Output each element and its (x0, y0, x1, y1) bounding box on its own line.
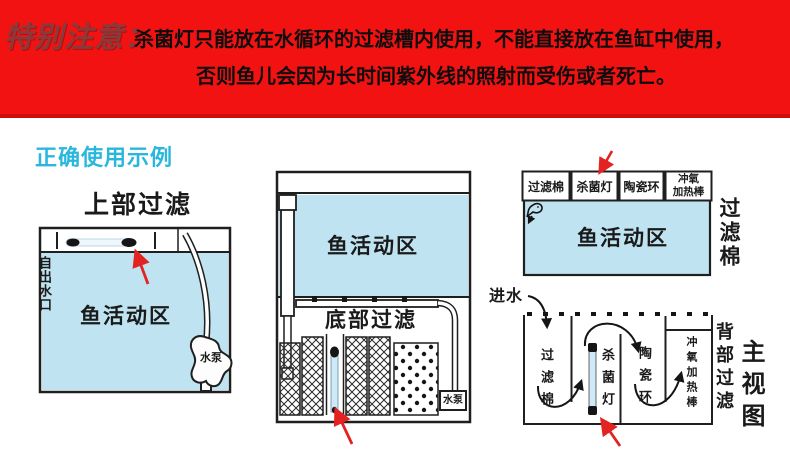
chamber-label-oxygen-heater: 冲氧加热棒 (685, 336, 697, 411)
top-filter-diagram (38, 226, 233, 394)
bottom-filter-title: 底部过滤 (325, 309, 417, 332)
fish-zone-label: 鱼活动区 (327, 235, 419, 258)
fish-zone-label: 鱼活动区 (80, 305, 172, 328)
water-pump-icon (189, 335, 233, 392)
warning-line-1: 杀菌灯只能放在水循环的过滤槽内使用，不能直接放在鱼缸中使用， (134, 29, 734, 51)
red-pointer-arrow (599, 417, 622, 447)
banner-badge: 特别注意： (4, 22, 155, 54)
back-filter-main-view-diagram (523, 295, 713, 447)
water-inlet-label: 进水 (489, 288, 524, 305)
fish-icon (526, 202, 543, 225)
outlet-label: 自出水口 (37, 256, 52, 312)
side-label-back-filter: 背部过滤 (714, 322, 734, 414)
water-area (522, 197, 712, 277)
uv-lamp-icon (330, 346, 339, 414)
filter-media (279, 334, 439, 416)
uv-lamp-icon (65, 238, 137, 247)
red-pointer-arrow (333, 406, 354, 445)
compartment-label-oxygen-heater: 冲氧 加热棒 (672, 172, 705, 198)
chamber-label-ceramic-rings: 陶瓷环 (637, 346, 652, 412)
water-flow-arrows (527, 295, 685, 408)
pump-label: 水泵 (443, 395, 463, 406)
compartment-label-uv-lamp: 杀菌灯 (576, 179, 613, 194)
chamber-label-filter-cotton: 过滤棉 (539, 348, 554, 414)
side-label-filter-cotton: 过滤棉 (717, 197, 740, 269)
dashed-top-edge (527, 312, 708, 316)
compartment-label-filter-cotton: 过滤棉 (527, 179, 564, 194)
chamber-label-uv-lamp: 杀菌灯 (600, 348, 615, 414)
overflow-pipe (278, 194, 297, 380)
fish-zone-label: 鱼活动区 (577, 227, 669, 250)
return-pipe (295, 296, 459, 391)
side-label-main-view: 主视图 (737, 339, 764, 435)
uv-lamp-icon (588, 343, 597, 415)
bottom-filter-diagram (275, 170, 472, 445)
warning-line-2: 否则鱼儿会因为长时间紫外线的照射而受伤或者死亡。 (196, 66, 676, 88)
water-pump-box (439, 390, 467, 411)
top-filter-title: 上部过滤 (84, 191, 193, 219)
warning-banner: 特别注意： 杀菌灯只能放在水循环的过滤槽内使用，不能直接放在鱼缸中使用， 否则鱼… (0, 0, 790, 118)
pump-label: 水泵 (200, 352, 222, 364)
back-filter-top-view-diagram (521, 150, 713, 277)
section-title: 正确使用示例 (35, 145, 174, 170)
red-pointer-arrow (598, 150, 615, 175)
red-pointer-arrow (132, 248, 150, 285)
water-area (279, 195, 468, 296)
compartment-label-ceramic-rings: 陶瓷环 (623, 179, 660, 194)
